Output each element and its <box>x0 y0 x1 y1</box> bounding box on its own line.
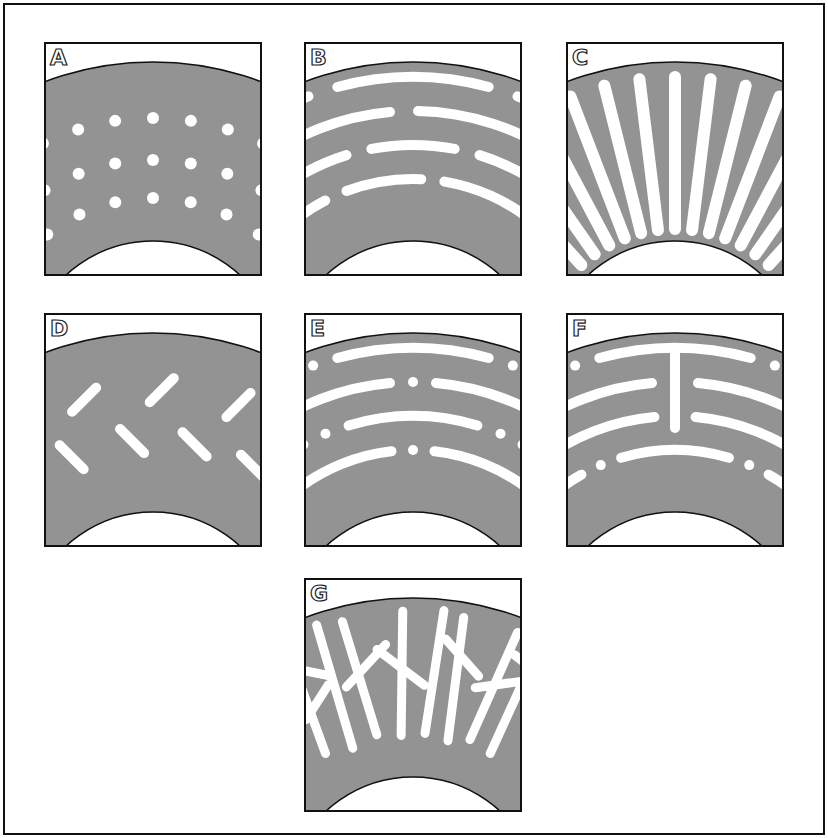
gray-band <box>304 62 522 276</box>
white-bar <box>226 393 250 417</box>
white-dot <box>221 209 233 221</box>
panel-box: C <box>566 42 784 276</box>
panel-letter: D <box>50 316 68 342</box>
white-dot <box>496 429 506 439</box>
gray-band <box>566 62 784 276</box>
white-bar <box>639 79 658 230</box>
white-bar <box>425 611 444 734</box>
white-arc <box>332 343 493 363</box>
white-dot <box>185 115 197 127</box>
panel-letter: B <box>310 45 327 71</box>
white-bar <box>150 378 174 402</box>
panel-letter: E <box>310 316 325 342</box>
white-arc <box>764 470 784 547</box>
white-arc <box>566 378 657 547</box>
white-arc <box>341 174 426 196</box>
white-dot <box>147 192 159 204</box>
white-dot <box>744 460 754 470</box>
white-bar <box>755 130 784 255</box>
white-bar <box>670 350 680 428</box>
white-dot <box>73 209 85 221</box>
white-dot <box>147 154 159 166</box>
white-arc <box>439 177 522 276</box>
white-dot <box>596 460 606 470</box>
panel-figure <box>125 598 702 838</box>
white-bar <box>769 152 784 265</box>
white-dot <box>770 361 780 371</box>
panel-box: B <box>304 42 522 276</box>
white-bar <box>60 445 84 469</box>
white-arc <box>693 378 784 547</box>
white-dot <box>320 429 330 439</box>
white-bar <box>120 429 144 453</box>
white-dot <box>222 123 234 135</box>
white-bar <box>692 79 711 230</box>
white-bar <box>72 388 96 412</box>
panel-box: F <box>566 313 784 547</box>
white-bar <box>241 455 262 479</box>
white-bar <box>446 639 479 676</box>
white-dot <box>570 361 580 371</box>
panel-letter: C <box>572 45 588 71</box>
gray-band <box>304 598 522 812</box>
gray-band <box>304 333 522 547</box>
white-bar <box>604 86 641 233</box>
white-bar <box>669 77 681 229</box>
gray-band <box>44 62 262 276</box>
white-bar <box>448 617 464 740</box>
white-dot <box>408 445 418 455</box>
white-dot <box>147 112 159 124</box>
white-dot <box>73 168 85 180</box>
white-arc <box>344 411 483 430</box>
panel-letter: F <box>572 316 587 342</box>
white-dot <box>109 115 121 127</box>
panel-box: D <box>44 313 262 547</box>
white-dot <box>185 196 197 208</box>
white-bar <box>475 680 522 687</box>
white-arc <box>366 140 459 154</box>
white-dot <box>109 196 121 208</box>
white-bar <box>304 670 330 676</box>
panel-box: A <box>44 42 262 276</box>
white-dot <box>221 168 233 180</box>
panel-figure <box>387 333 828 596</box>
panel-letter: G <box>310 581 328 607</box>
white-bar <box>306 685 328 720</box>
white-dot <box>408 377 418 387</box>
white-dot <box>185 157 197 169</box>
white-dot <box>72 123 84 135</box>
panel-letter: A <box>50 45 67 71</box>
white-arc <box>332 72 493 92</box>
white-dot <box>109 157 121 169</box>
panel-box: E <box>304 313 522 547</box>
white-arc <box>566 470 586 547</box>
white-dot <box>508 361 518 371</box>
panel-figure <box>387 62 828 325</box>
white-bar <box>183 432 207 456</box>
gray-band <box>44 333 262 547</box>
gray-band <box>566 333 784 547</box>
white-arc <box>304 446 396 547</box>
white-arc <box>616 445 734 463</box>
panel-box: G <box>304 578 522 812</box>
white-bar <box>377 650 424 686</box>
white-arc <box>430 446 522 547</box>
white-dot <box>308 361 318 371</box>
white-arc <box>304 195 330 276</box>
